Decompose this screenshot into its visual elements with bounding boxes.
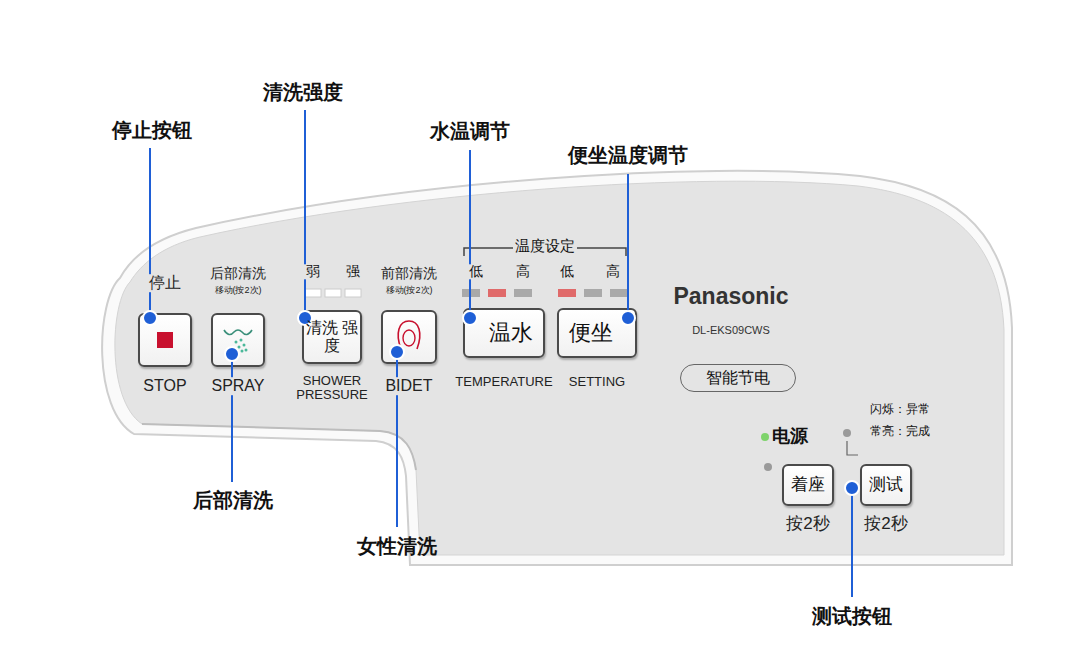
leader-line: [469, 150, 471, 318]
power-led: [761, 433, 769, 441]
group-label: 温度设定: [513, 238, 577, 255]
temp-light: [488, 289, 506, 297]
seat-detect-button: 着座按2秒: [782, 464, 834, 506]
face-hair: [398, 321, 420, 349]
leader-dot: [390, 345, 404, 359]
callout-label: 便坐温度调节: [568, 144, 688, 166]
pressure-light: [325, 289, 341, 297]
button-text: 测试: [862, 466, 910, 504]
callout-label: 水温调节: [430, 120, 510, 142]
spray-drop: [241, 350, 244, 353]
spray-drop: [243, 344, 246, 347]
spray-bowl: [224, 330, 252, 335]
button-caption: BIDET: [383, 377, 434, 395]
button-caption: 前部清洗: [379, 266, 439, 281]
callout-label: 后部清洗: [193, 489, 273, 511]
temp-light: [514, 289, 532, 297]
face-shadow: [142, 424, 416, 470]
bidet-button: 前部清洗移动(按2次)BIDET: [381, 310, 437, 364]
leader-dot: [621, 311, 635, 325]
button-caption: TEMPERATURE: [453, 375, 554, 389]
status-led: [843, 429, 851, 437]
pressure-light: [345, 289, 361, 297]
seat-button: 便坐SETTING: [557, 308, 637, 358]
spray-drop: [240, 339, 243, 342]
bidet-icon: [381, 310, 437, 364]
spray-drop: [235, 341, 238, 344]
leader-dot: [845, 481, 859, 495]
pressure-button: 清洗 强度SHOWER PRESSURE: [302, 310, 362, 364]
power-label: 电源: [772, 427, 808, 447]
button-caption: 停止: [147, 274, 183, 292]
button-caption: 后部清洗: [208, 266, 268, 281]
leader-line: [149, 148, 151, 318]
callout-label: 停止按钮: [112, 119, 192, 141]
eco-badge: 智能节电: [680, 364, 796, 392]
button-text: 清洗 强度: [304, 312, 360, 362]
stop-square: [157, 332, 173, 348]
button-caption: 按2秒: [786, 515, 829, 534]
seat-light: [558, 289, 576, 297]
pressure-light: [305, 289, 321, 297]
panel-rim: [102, 171, 1012, 565]
level-label: 强: [344, 264, 362, 279]
leader-dot: [298, 311, 312, 325]
leader-dot: [143, 311, 157, 325]
seat-led: [764, 463, 772, 471]
button-caption: 按2秒: [864, 515, 907, 534]
button-caption: SETTING: [567, 375, 627, 389]
level-label: 低: [558, 264, 576, 279]
callout-label: 测试按钮: [812, 605, 892, 627]
button-caption: 移动(按2次): [384, 286, 435, 296]
seat-light: [610, 289, 628, 297]
leader-dot: [463, 311, 477, 325]
button-caption: SHOWER PRESSURE: [290, 374, 374, 403]
leader-line: [851, 488, 853, 597]
leader-line: [396, 352, 398, 527]
model-number: DL-EKS09CWS: [692, 324, 770, 336]
face-outline: [403, 330, 415, 346]
status-note: 常亮：完成: [870, 425, 930, 438]
spray-drop: [245, 349, 248, 352]
leader-dot: [225, 347, 239, 361]
button-text: 便坐: [559, 310, 635, 356]
status-note: 闪烁：异常: [870, 403, 930, 416]
level-label: 高: [514, 264, 532, 279]
button-caption: STOP: [141, 377, 188, 395]
spray-drop: [238, 346, 241, 349]
callout-label: 女性清洗: [357, 535, 437, 557]
button-caption: SPRAY: [209, 377, 266, 395]
level-label: 弱: [304, 264, 322, 279]
level-label: 低: [467, 264, 485, 279]
button-text: 智能节电: [681, 365, 795, 391]
button-caption: 移动(按2次): [213, 286, 264, 296]
panel-face: [115, 181, 1004, 555]
leader-line: [231, 354, 233, 482]
temperature-button: 温水TEMPERATURE: [463, 308, 545, 358]
level-label: 高: [604, 264, 622, 279]
leader-line: [304, 110, 306, 318]
test-button: 测试按2秒: [860, 464, 912, 506]
button-text: 温水: [465, 310, 543, 356]
callout-label: 清洗强度: [263, 81, 343, 103]
status-bracket: [847, 441, 858, 455]
brand-logo: Panasonic: [673, 284, 788, 309]
leader-line: [627, 174, 629, 318]
button-text: 着座: [784, 466, 832, 504]
seat-light: [584, 289, 602, 297]
